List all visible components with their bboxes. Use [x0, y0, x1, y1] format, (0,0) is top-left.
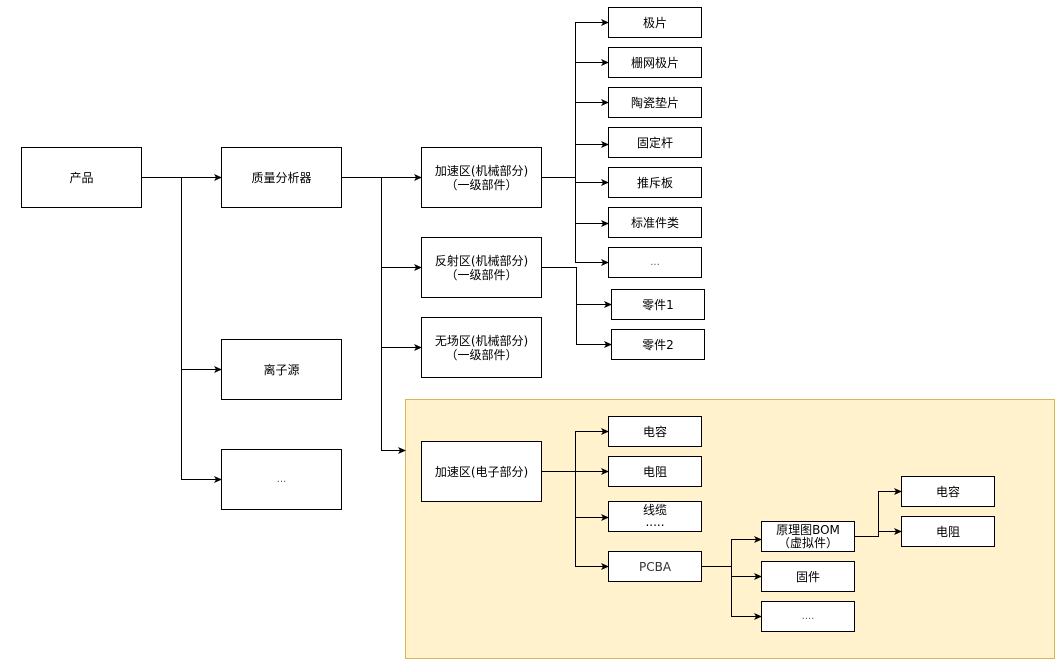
edge-reflect-part1 — [541, 267, 612, 308]
node-fixing-rod[interactable]: 固定杆 — [608, 127, 702, 158]
edge-accel-electrode — [541, 19, 609, 178]
node-part-2[interactable]: 零件2 — [611, 329, 705, 360]
node-standard-parts[interactable]: 标准件类 — [608, 207, 702, 238]
node-ceramic-pad[interactable]: 陶瓷垫片 — [608, 87, 702, 118]
node-cable[interactable]: 线缆 ..... — [608, 501, 702, 532]
edge-bom-capacitor — [854, 488, 902, 537]
node-grid-electrode[interactable]: 栅网极片 — [608, 47, 702, 78]
edge-product-ion-source — [181, 177, 222, 373]
node-reflect-mechanical[interactable]: 反射区(机械部分) （一级部件） — [421, 237, 542, 298]
node-resistor[interactable]: 电阻 — [608, 456, 702, 487]
edge-reflect-part2 — [576, 304, 612, 348]
node-mass-analyzer[interactable]: 质量分析器 — [221, 147, 342, 208]
edge-elec-capacitor — [541, 428, 609, 472]
node-level1-more[interactable]: ... — [221, 449, 342, 510]
edge-mass-accel-elec — [381, 347, 406, 454]
node-bom-capacitor[interactable]: 电容 — [901, 476, 995, 507]
edge-mass-fieldfree-mech — [381, 267, 422, 351]
node-capacitor[interactable]: 电容 — [608, 416, 702, 447]
edge-mass-reflect-mech — [381, 177, 422, 271]
node-schematic-bom[interactable]: 原理图BOM （虚拟件） — [761, 521, 855, 552]
node-accel-more[interactable]: ... — [608, 247, 702, 278]
node-push-plate[interactable]: 推斥板 — [608, 167, 702, 198]
edge-elec-pcba — [575, 517, 609, 570]
node-firmware[interactable]: 固件 — [761, 561, 855, 592]
node-ion-source[interactable]: 离子源 — [221, 339, 342, 400]
node-part-1[interactable]: 零件1 — [611, 289, 705, 320]
edge-pcba-more — [731, 576, 762, 620]
node-pcba-more[interactable]: .... — [761, 601, 855, 632]
edge-elec-cable — [575, 471, 609, 521]
edge-pcba-firmware — [731, 566, 762, 580]
edge-product-more — [181, 369, 222, 483]
node-electrode[interactable]: 极片 — [608, 7, 702, 38]
node-product[interactable]: 产品 — [21, 147, 142, 208]
node-bom-resistor[interactable]: 电阻 — [901, 516, 995, 547]
edge-pcba-bom — [701, 536, 762, 567]
node-accel-electronic[interactable]: 加速区(电子部分) — [421, 441, 542, 502]
node-pcba[interactable]: PCBA — [608, 551, 702, 582]
node-fieldfree-mechanical[interactable]: 无场区(机械部分) （一级部件） — [421, 317, 542, 378]
edge-accel-more — [575, 177, 609, 266]
node-accel-mechanical[interactable]: 加速区(机械部分) （一级部件） — [421, 147, 542, 208]
